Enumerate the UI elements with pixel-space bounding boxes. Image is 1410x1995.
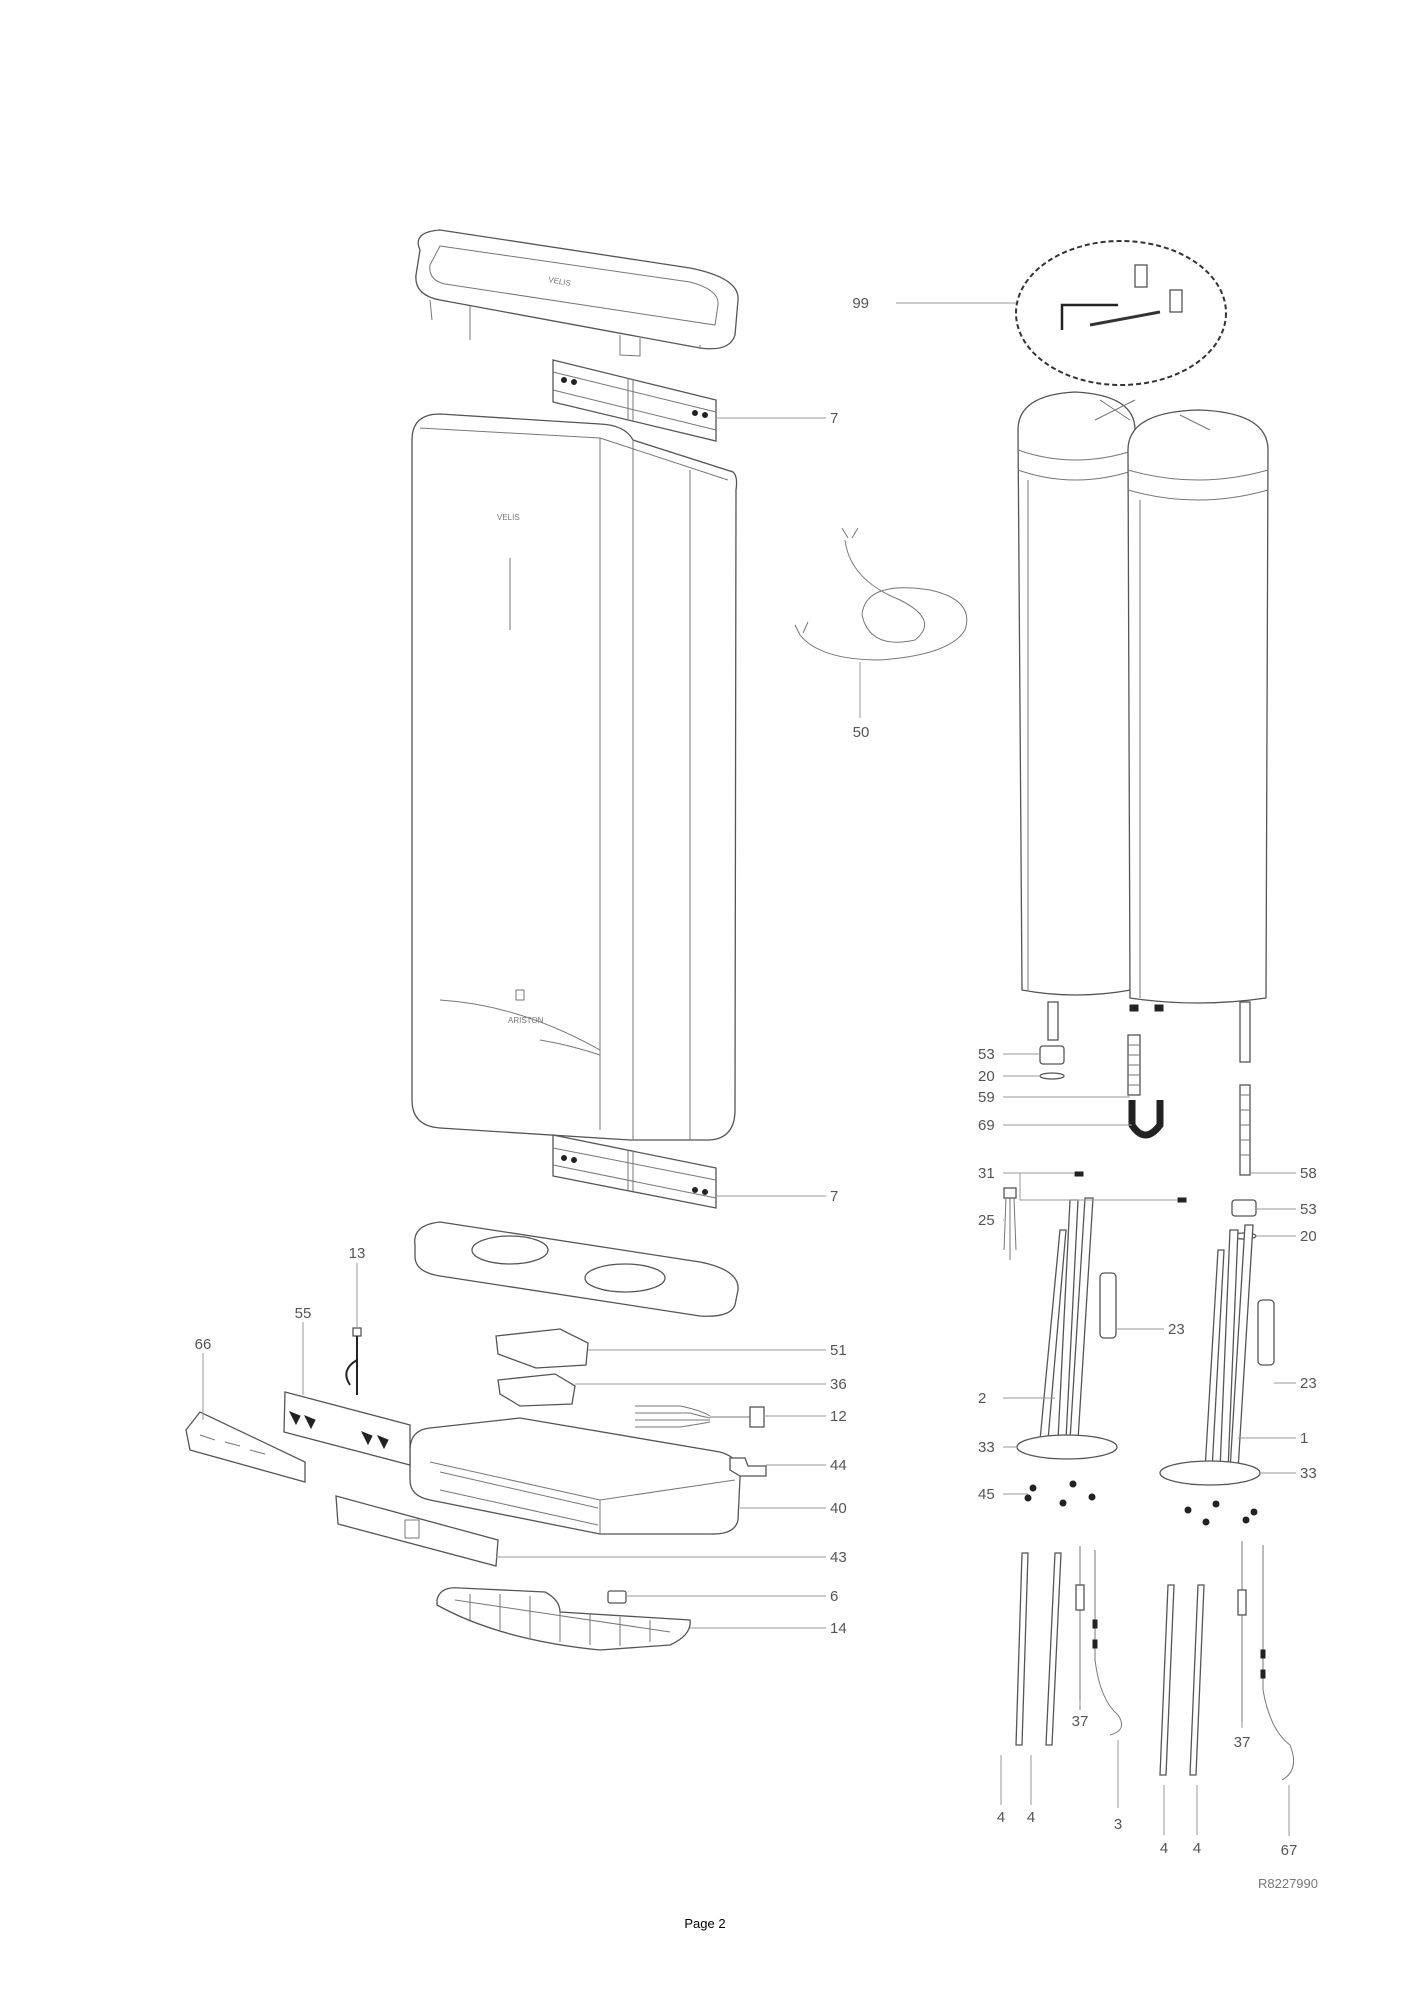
callout-43: 43 — [830, 1549, 847, 1566]
control-box-cover — [495, 1328, 589, 1369]
callout-23-left: 23 — [1168, 1321, 1185, 1338]
wiring-harness — [635, 1405, 765, 1428]
callout-50: 50 — [853, 724, 870, 741]
callout-58: 58 — [1300, 1165, 1317, 1182]
clamp — [729, 1457, 767, 1477]
callout-33-right: 33 — [1300, 1465, 1317, 1482]
front-logo-text: VELIS — [497, 513, 520, 522]
callout-37-left: 37 — [1072, 1713, 1089, 1730]
callout-99: 99 — [852, 295, 869, 312]
callout-44: 44 — [830, 1457, 847, 1474]
leader-lines — [202, 302, 1296, 1728]
grommet — [607, 1590, 627, 1604]
callout-36: 36 — [830, 1376, 847, 1393]
service-kit — [1015, 240, 1227, 386]
callout-66: 66 — [195, 1336, 212, 1353]
heater-assembly-left — [1003, 1187, 1118, 1507]
heater-assembly-right — [1159, 1224, 1275, 1526]
mounting-bracket-lower — [552, 1134, 717, 1209]
callout-53-right: 53 — [1300, 1201, 1317, 1218]
callout-51: 51 — [830, 1342, 847, 1359]
callout-25: 25 — [978, 1212, 995, 1229]
display-panel — [335, 1495, 499, 1567]
callout-33-left: 33 — [978, 1439, 995, 1456]
thermostat-board — [497, 1373, 576, 1407]
callout-12: 12 — [830, 1408, 847, 1425]
callout-45: 45 — [978, 1486, 995, 1503]
callout-67: 67 — [1281, 1842, 1298, 1859]
callout-6: 6 — [830, 1588, 838, 1605]
callout-13: 13 — [349, 1245, 366, 1262]
outer-casing: VELIS ARISTON — [411, 413, 738, 1141]
mounting-bracket-upper — [552, 359, 717, 442]
bottom-support-plate — [414, 1221, 739, 1317]
callout-59: 59 — [978, 1089, 995, 1106]
fittings-right — [1231, 1084, 1257, 1240]
callout-3: 3 — [1114, 1816, 1122, 1833]
callout-20-left: 20 — [978, 1068, 995, 1085]
fittings-left — [1039, 1034, 1187, 1203]
callout-40: 40 — [830, 1500, 847, 1517]
callout-14: 14 — [830, 1620, 847, 1637]
callout-4-d: 4 — [1193, 1840, 1201, 1857]
callout-55: 55 — [295, 1305, 312, 1322]
control-board — [283, 1391, 411, 1466]
brand-logo-text: ARISTON — [508, 1016, 544, 1025]
callout-20-right: 20 — [1300, 1228, 1317, 1245]
callout-23-right: 23 — [1300, 1375, 1317, 1392]
callout-53-left: 53 — [978, 1046, 995, 1063]
bottom-tray — [409, 1417, 741, 1535]
callout-4-b: 4 — [1027, 1809, 1035, 1826]
callout-37-right: 37 — [1234, 1734, 1251, 1751]
top-cover: VELIS — [415, 229, 739, 357]
cover-logo-text: VELIS — [548, 275, 572, 288]
callout-1: 1 — [1300, 1430, 1308, 1447]
callout-69: 69 — [978, 1117, 995, 1134]
page-number: Page 2 — [684, 1916, 726, 1931]
connector-13 — [345, 1327, 362, 1395]
callout-4-a: 4 — [997, 1809, 1005, 1826]
callout-2: 2 — [978, 1390, 986, 1407]
button-frame — [185, 1411, 306, 1483]
drawing-reference-code: R8227990 — [1258, 1876, 1318, 1891]
bottom-grille — [436, 1587, 691, 1651]
callout-numbers: 99 7 50 53 20 59 69 7 31 58 53 20 25 13 … — [195, 295, 1317, 1859]
callout-7-lower: 7 — [830, 1188, 838, 1205]
heating-elements-and-probes — [1000, 1541, 1295, 1836]
water-tanks — [1017, 391, 1269, 1063]
callout-31: 31 — [978, 1165, 995, 1182]
callout-7-upper: 7 — [830, 410, 838, 427]
power-cable — [794, 527, 968, 661]
callout-4-c: 4 — [1160, 1840, 1168, 1857]
